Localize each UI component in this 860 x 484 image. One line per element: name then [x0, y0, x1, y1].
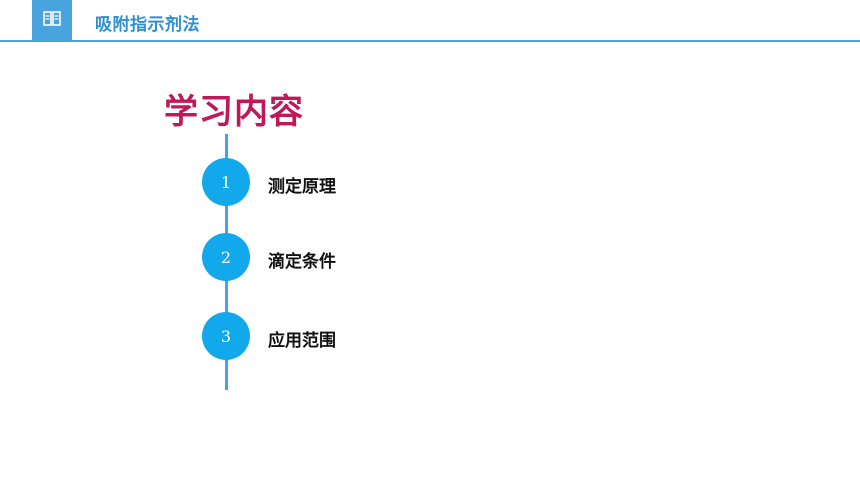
header-title: 吸附指示剂法	[95, 15, 200, 35]
step-2-circle[interactable]: 2	[202, 233, 250, 281]
step-3-label[interactable]: 应用范围	[268, 331, 336, 351]
step-3-circle[interactable]: 3	[202, 312, 250, 360]
header-icon-box	[32, 0, 72, 40]
section-title: 学习内容	[164, 92, 304, 132]
book-icon	[43, 11, 61, 26]
step-1-label[interactable]: 测定原理	[268, 177, 336, 197]
step-1-circle[interactable]: 1	[202, 158, 250, 206]
header-divider	[0, 40, 860, 42]
step-2-label[interactable]: 滴定条件	[268, 252, 336, 272]
